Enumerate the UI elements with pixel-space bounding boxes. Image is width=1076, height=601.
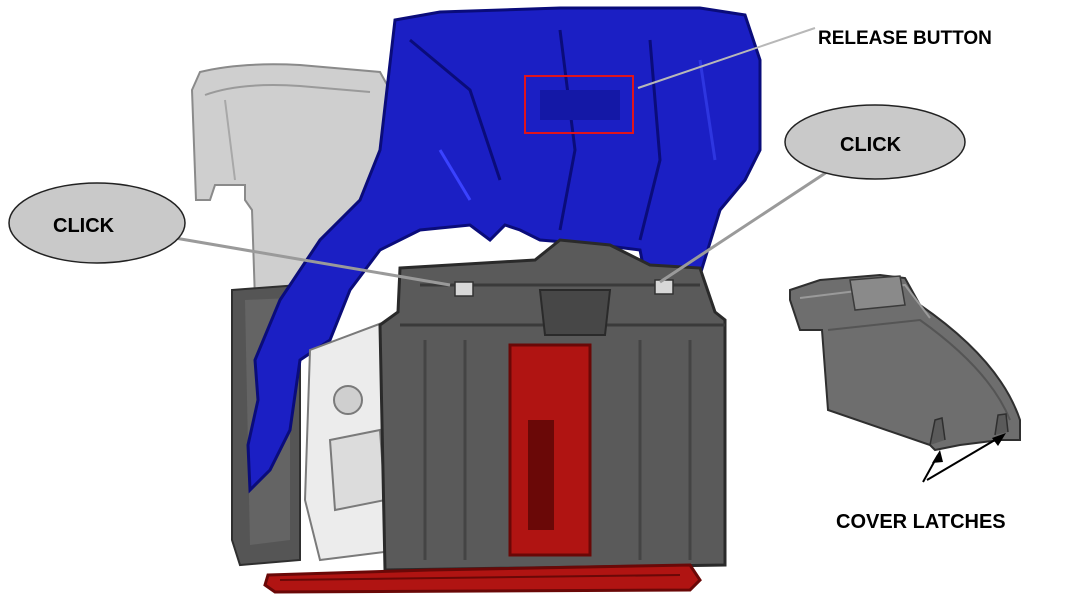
white-gear-part — [303, 318, 402, 562]
cover-part — [789, 273, 1021, 452]
click-callout-right: CLICK — [659, 104, 966, 284]
cover-latch-arrows — [922, 433, 1006, 483]
click-callout-left: CLICK — [8, 182, 451, 287]
release-button-highlight — [524, 75, 634, 134]
release-button-label: RELEASE BUTTON — [818, 28, 992, 49]
release-button-leader — [637, 27, 816, 89]
click-right-label: CLICK — [840, 134, 902, 156]
click-left-label: CLICK — [53, 215, 115, 237]
red-base-part — [263, 343, 702, 594]
cover-latches-label: COVER LATCHES — [836, 511, 1006, 533]
